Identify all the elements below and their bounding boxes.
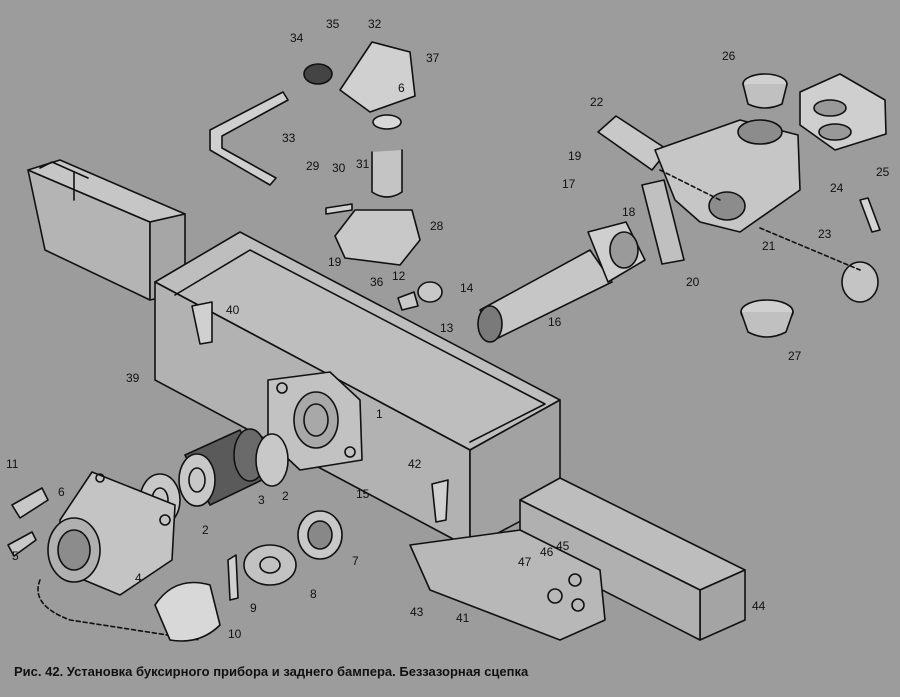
callout: 15 xyxy=(356,487,370,501)
pin-part-31 xyxy=(371,114,403,198)
callout: 30 xyxy=(332,161,346,175)
callout: 12 xyxy=(392,269,406,283)
callout-labels: 1 2 2 3 4 5 6 6 7 8 9 10 11 12 13 14 15 … xyxy=(6,17,890,641)
callout: 20 xyxy=(686,275,700,289)
callout: 25 xyxy=(876,165,890,179)
callout: 37 xyxy=(426,51,440,65)
callout: 24 xyxy=(830,181,844,195)
bolt-part-5 xyxy=(7,531,37,557)
callout: 33 xyxy=(282,131,296,145)
callout: 2 xyxy=(282,489,289,503)
pin-part-9 xyxy=(227,554,239,601)
callout: 44 xyxy=(752,599,766,613)
callout: 5 xyxy=(12,549,19,563)
callout: 16 xyxy=(548,315,562,329)
callout: 14 xyxy=(460,281,474,295)
callout: 40 xyxy=(226,303,240,317)
cover-part-32 xyxy=(339,41,416,113)
lever-part-33 xyxy=(209,91,289,186)
rubber-spring-part-3 xyxy=(178,428,267,507)
callout: 28 xyxy=(430,219,444,233)
callout: 35 xyxy=(326,17,340,31)
nut-part-12-13 xyxy=(397,291,419,311)
callout: 36 xyxy=(370,275,384,289)
callout: 9 xyxy=(250,601,257,615)
callout: 41 xyxy=(456,611,470,625)
washer-part-2b xyxy=(255,433,289,487)
callout: 31 xyxy=(356,157,370,171)
bolt-part-40 xyxy=(191,301,213,345)
base-part-28 xyxy=(334,209,421,266)
bolt-part-11 xyxy=(11,487,49,519)
callout: 29 xyxy=(306,159,320,173)
pin-part-29 xyxy=(325,203,353,215)
hook-shank-part-16 xyxy=(477,221,646,343)
flange-part-1 xyxy=(267,371,363,471)
callout: 21 xyxy=(762,239,776,253)
callout: 19 xyxy=(328,255,342,269)
callout: 23 xyxy=(818,227,832,241)
mounting-bracket xyxy=(409,529,606,641)
callout: 10 xyxy=(228,627,242,641)
callout: 6 xyxy=(58,485,65,499)
pin-part-22 xyxy=(597,115,669,171)
plate-part-20 xyxy=(641,179,685,265)
latch-part-25 xyxy=(799,73,887,151)
callout: 4 xyxy=(135,571,142,585)
rear-side-rail xyxy=(519,477,746,641)
cotter-pin-part-24 xyxy=(859,197,881,233)
figure-caption: Рис. 42. Установка буксирного прибора и … xyxy=(14,664,529,679)
callout: 7 xyxy=(352,554,359,568)
callout: 42 xyxy=(408,457,422,471)
callout: 47 xyxy=(518,555,532,569)
callout: 3 xyxy=(258,493,265,507)
callout: 27 xyxy=(788,349,802,363)
callout: 1 xyxy=(376,407,383,421)
callout: 26 xyxy=(722,49,736,63)
bushing-part-7 xyxy=(297,510,343,560)
callout: 13 xyxy=(440,321,454,335)
callout: 43 xyxy=(410,605,424,619)
bushing-part-27 xyxy=(740,299,794,338)
bushing-part-26 xyxy=(742,73,788,109)
spring-part-34 xyxy=(303,63,333,85)
callout: 22 xyxy=(590,95,604,109)
callout: 6 xyxy=(398,81,405,95)
callout: 32 xyxy=(368,17,382,31)
callout: 45 xyxy=(556,539,570,553)
housing-part-4 xyxy=(47,471,176,596)
callout: 11 xyxy=(6,457,19,471)
castle-nut-part-23 xyxy=(841,261,879,303)
cap-part-10 xyxy=(154,581,221,642)
bolt-part-42 xyxy=(431,479,449,523)
callout: 19 xyxy=(568,149,582,163)
castle-nut-part-8 xyxy=(243,544,297,586)
callout: 2 xyxy=(202,523,209,537)
callout: 34 xyxy=(290,31,304,45)
callout: 17 xyxy=(562,177,576,191)
callout: 39 xyxy=(126,371,140,385)
callout: 46 xyxy=(540,545,554,559)
callout: 8 xyxy=(310,587,317,601)
callout: 18 xyxy=(622,205,636,219)
jaw-part-21 xyxy=(654,119,801,233)
